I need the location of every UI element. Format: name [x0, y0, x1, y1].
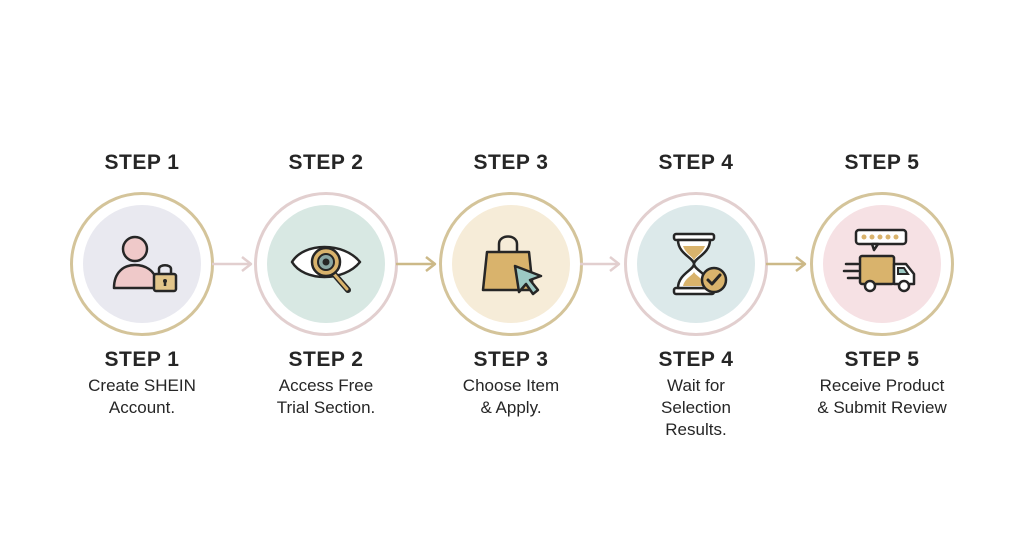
step-1-disc: [83, 205, 201, 323]
arrow-1-to-2: [212, 254, 256, 274]
step-4-disc: [637, 205, 755, 323]
step-5-disc: [823, 205, 941, 323]
step-1-ring: [70, 192, 214, 336]
arrow-right-icon: [766, 256, 807, 272]
delivery-truck-review-icon: [842, 228, 916, 293]
arrow-3-to-4: [580, 254, 624, 274]
step-3-description: Choose Item & Apply.: [462, 376, 560, 417]
step-5-heading: STEP 5: [844, 151, 920, 174]
step-4-description: Wait for Selection Results.: [661, 376, 731, 439]
step-5-ring: [810, 192, 954, 336]
step-1-heading: STEP 1: [104, 151, 180, 174]
step-2: STEP 2 STEP 2 Access Free Trial Section.: [226, 0, 426, 559]
arrow-2-to-3: [396, 254, 440, 274]
step-1: STEP 1 STEP 1 Create SHEIN Account.: [42, 0, 242, 559]
step-3-heading: STEP 3: [473, 151, 549, 174]
step-5: STEP 5: [782, 0, 982, 559]
step-2-heading: STEP 2: [288, 151, 364, 174]
step-4-label: STEP 4: [658, 348, 734, 371]
step-4-heading: STEP 4: [658, 151, 734, 174]
step-3: STEP 3 STEP 3 Choose Item & Apply.: [411, 0, 611, 559]
arrow-right-icon: [212, 256, 253, 272]
step-1-label: STEP 1: [104, 348, 180, 371]
step-2-description: Access Free Trial Section.: [276, 376, 376, 417]
step-2-ring: [254, 192, 398, 336]
arrow-right-icon: [580, 256, 621, 272]
step-4: STEP 4 STEP 4 Wait for Selection Results…: [596, 0, 796, 559]
eye-magnifier-icon: [290, 245, 362, 293]
step-3-disc: [452, 205, 570, 323]
step-1-description: Create SHEIN Account.: [88, 376, 196, 417]
arrow-right-icon: [396, 256, 437, 272]
arrow-4-to-5: [766, 254, 810, 274]
step-5-label: STEP 5: [844, 348, 920, 371]
shopping-bag-cursor-icon: [481, 235, 543, 296]
step-3-label: STEP 3: [473, 348, 549, 371]
step-2-label: STEP 2: [288, 348, 364, 371]
step-3-ring: [439, 192, 583, 336]
step-2-disc: [267, 205, 385, 323]
user-lock-icon: [112, 235, 178, 293]
step-4-ring: [624, 192, 768, 336]
step-5-description: Receive Product & Submit Review: [817, 376, 947, 417]
hourglass-check-icon: [672, 232, 728, 296]
